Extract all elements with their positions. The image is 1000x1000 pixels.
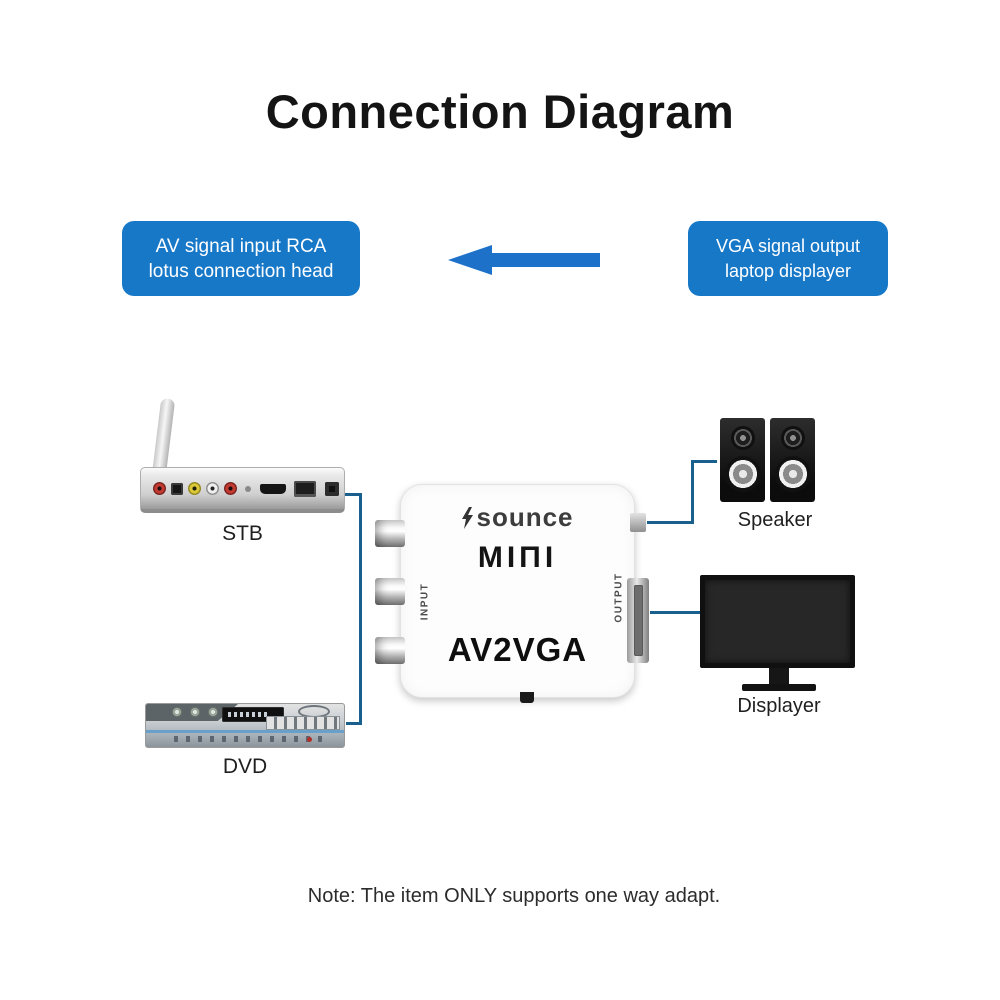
power-jack-icon bbox=[325, 481, 339, 496]
monitor-base bbox=[742, 684, 816, 691]
brand-logo: sounce bbox=[401, 502, 634, 533]
line-output-to-displayer bbox=[650, 611, 701, 614]
mode-switch-icon bbox=[520, 692, 534, 703]
lightning-bolt-icon bbox=[462, 506, 474, 529]
speaker-right bbox=[770, 418, 815, 502]
av2vga-converter-image: sounce MIΠI AV2VGA INPUT OUTPUT bbox=[375, 484, 649, 703]
rca-input-plug-icon bbox=[375, 520, 405, 547]
screw-icon bbox=[245, 485, 251, 492]
callout-vga-output-line1: VGA signal output bbox=[715, 235, 861, 256]
mini-logo: MIΠI bbox=[477, 541, 558, 574]
line-input-bracket bbox=[359, 493, 362, 725]
dvd-knob-icon bbox=[172, 707, 182, 717]
dvd-power-led-icon bbox=[307, 737, 312, 742]
callout-vga-output: VGA signal output laptop displayer bbox=[688, 221, 888, 296]
note-text: Note: The item ONLY supports one way ada… bbox=[307, 885, 721, 907]
dvd-small-buttons bbox=[174, 736, 324, 742]
line-speaker-stub bbox=[691, 460, 717, 463]
antenna-icon bbox=[152, 397, 176, 475]
tweeter-icon bbox=[780, 426, 805, 450]
dvd-image: DVD bbox=[145, 703, 345, 788]
dvd-knob-icon bbox=[208, 707, 218, 717]
monitor-screen bbox=[700, 575, 855, 668]
rca-jack-yellow-icon bbox=[188, 482, 201, 495]
rca-jack-red-icon bbox=[224, 482, 237, 495]
tweeter-icon bbox=[730, 426, 755, 450]
model-label: AV2VGA bbox=[447, 631, 588, 668]
line-stb-to-input bbox=[343, 493, 362, 496]
monitor-stand bbox=[769, 668, 789, 685]
stb-label: STB bbox=[222, 522, 263, 545]
line-dvd-to-input bbox=[346, 722, 362, 725]
callout-av-input: AV signal input RCA lotus connection hea… bbox=[122, 221, 360, 296]
line-output-to-speaker bbox=[647, 521, 694, 524]
left-arrow-icon bbox=[448, 245, 600, 275]
hdmi-port-icon bbox=[260, 483, 286, 494]
rca-jack-red-icon bbox=[153, 482, 166, 495]
speaker-image bbox=[720, 418, 815, 502]
input-label: INPUT bbox=[419, 582, 431, 621]
dvd-button-row bbox=[267, 717, 339, 729]
speaker-label: Speaker bbox=[737, 509, 813, 531]
callout-vga-output-line2: laptop displayer bbox=[724, 260, 852, 281]
dvd-front-panel bbox=[145, 703, 345, 748]
woofer-icon bbox=[724, 456, 761, 492]
speaker-left bbox=[720, 418, 765, 502]
page-title: Connection Diagram bbox=[265, 85, 735, 138]
rca-jack-white-icon bbox=[206, 482, 219, 495]
displayer-image bbox=[700, 575, 858, 705]
rca-input-plug-icon bbox=[375, 637, 405, 664]
displayer-label: Displayer bbox=[737, 695, 821, 717]
audio-output-jack-icon bbox=[630, 513, 646, 532]
line-speaker-riser bbox=[691, 460, 694, 524]
dvd-display-segments bbox=[228, 712, 270, 717]
vga-output-port-icon bbox=[627, 578, 649, 663]
brand-name: sounce bbox=[476, 502, 574, 532]
woofer-icon bbox=[774, 456, 811, 492]
stb-rear-panel bbox=[140, 467, 345, 513]
rca-input-plug-icon bbox=[375, 578, 405, 605]
callout-av-input-line2: lotus connection head bbox=[148, 260, 334, 282]
vga-slot bbox=[634, 585, 643, 656]
stb-image: STB bbox=[140, 397, 350, 548]
callout-av-input-line1: AV signal input RCA bbox=[155, 235, 327, 257]
dvd-knob-icon bbox=[190, 707, 200, 717]
dvd-label: DVD bbox=[222, 755, 268, 778]
ethernet-port-icon bbox=[294, 480, 316, 497]
output-label: OUTPUT bbox=[613, 572, 625, 623]
optical-port-icon bbox=[171, 482, 183, 495]
dvd-accent-stripe bbox=[146, 730, 344, 733]
